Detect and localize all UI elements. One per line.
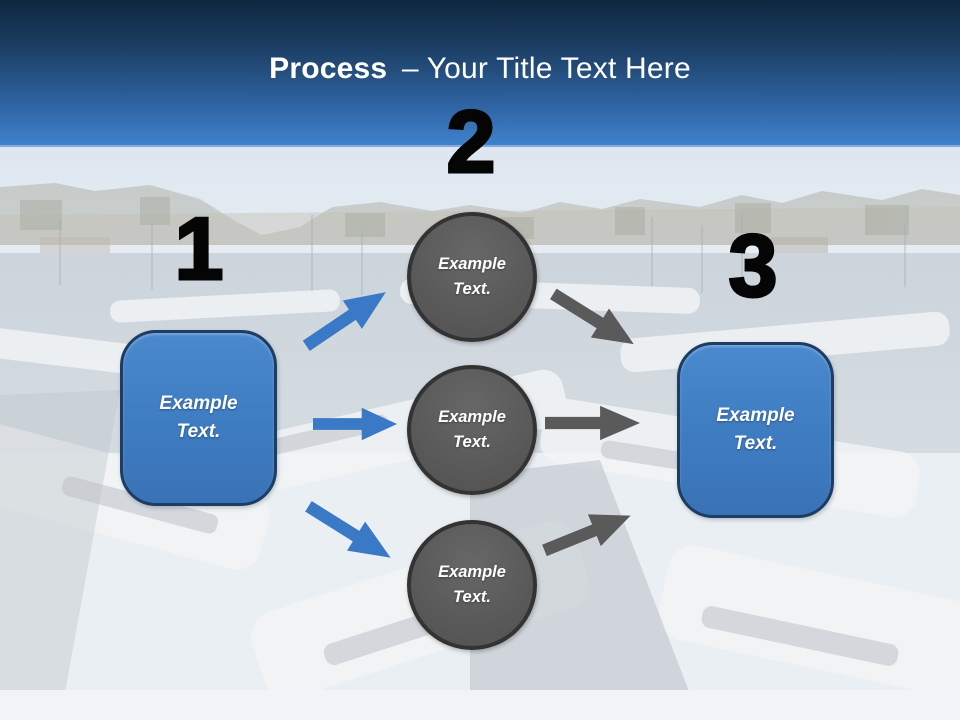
gray-arrow-up-icon [542, 514, 631, 557]
step2-circle-2: Example Text. [407, 365, 537, 495]
step2-circle-1-label: Example Text. [438, 255, 506, 298]
step1-box-label: Example Text. [159, 392, 238, 443]
step3-box: Example Text. [677, 342, 834, 518]
step1-box: Example Text. [120, 330, 277, 506]
blue-arrow-right-icon [313, 407, 397, 441]
gray-arrow-down-icon [549, 288, 634, 345]
blue-arrow-up-icon [302, 292, 386, 351]
gray-arrow-right-icon [545, 405, 640, 441]
step-number-2: 2 [445, 92, 497, 191]
title-subtitle: – Your Title Text Here [401, 52, 691, 85]
blue-arrow-down-icon [305, 501, 391, 558]
step3-box-label: Example Text. [716, 404, 795, 455]
slide-title: Process – Your Title Text Here [0, 52, 960, 86]
title-keyword: Process [269, 52, 388, 85]
step-number-1: 1 [173, 199, 225, 298]
step2-circle-3-label: Example Text. [438, 563, 506, 606]
step2-circle-2-label: Example Text. [438, 408, 506, 451]
step2-circle-3: Example Text. [407, 520, 537, 650]
step2-circle-1: Example Text. [407, 212, 537, 342]
step-number-3: 3 [727, 216, 779, 315]
title-bar: Process – Your Title Text Here [0, 0, 960, 147]
